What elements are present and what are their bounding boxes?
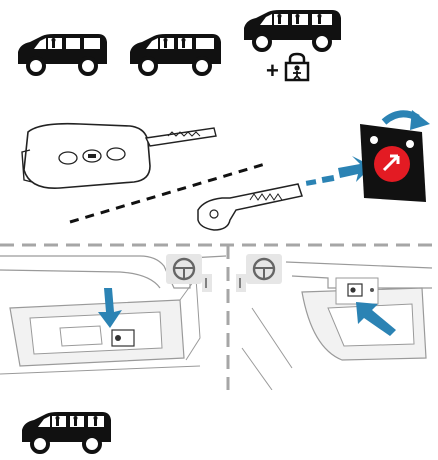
van-7-seat-bottom-icon [18, 408, 114, 454]
key-switch-illustration [0, 110, 438, 240]
lhd-location-panel [0, 248, 226, 390]
key-blade-icon [198, 184, 302, 230]
child-lock-icon [284, 52, 310, 82]
airbag-switch-icon [360, 124, 426, 202]
van-7-seat-icon [240, 6, 344, 52]
plus-sign: + [266, 60, 279, 82]
rhd-location-panel [232, 248, 438, 390]
van-6-seat-icon [126, 30, 224, 76]
remote-key-icon [22, 124, 216, 189]
rotate-arrow-icon [384, 110, 430, 130]
van-5-seat-icon [14, 30, 110, 76]
